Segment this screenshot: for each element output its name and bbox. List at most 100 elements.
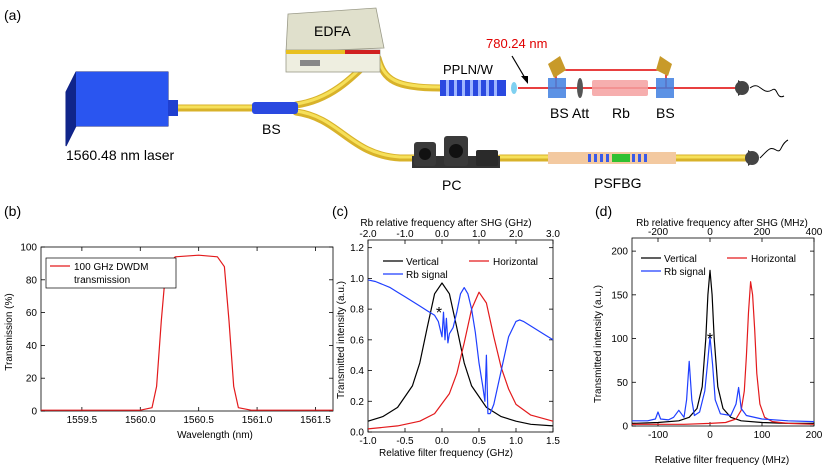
chart-d-xlabel: Relative filter frequency (MHz) xyxy=(655,455,789,466)
psfbg: PSFBG xyxy=(548,152,676,191)
legend-horizontal-label: Horizontal xyxy=(493,257,538,268)
chart-c-ylabel: Transmitted intensity (a.u.) xyxy=(336,281,347,399)
y-tick-label: 0 xyxy=(622,422,628,433)
panel-label-d: (d) xyxy=(595,203,612,219)
laser-top xyxy=(76,72,168,126)
edfa-label: EDFA xyxy=(314,23,351,39)
chart-b-ylabel: Transmission (%) xyxy=(4,293,15,370)
edfa-display xyxy=(300,60,320,66)
series-line-0 xyxy=(41,254,333,411)
x-tick-label: -100 xyxy=(648,430,668,441)
y-tick-label: 1.2 xyxy=(350,243,364,254)
rb-cell xyxy=(592,80,648,96)
ppln-label: PPLN/W xyxy=(443,62,494,77)
series-line-0 xyxy=(631,269,814,424)
bs1-label: BS xyxy=(550,105,569,121)
top-x-tick-label: 200 xyxy=(754,227,771,238)
y-tick-label: 0.6 xyxy=(350,335,364,346)
chart-d-marker: * xyxy=(707,331,713,348)
panel-label-c: (c) xyxy=(332,203,348,219)
y-tick-label: 0.2 xyxy=(350,397,364,408)
y-tick-label: 1.0 xyxy=(350,274,364,285)
bs2-label: BS xyxy=(656,105,675,121)
series-line-1 xyxy=(367,291,554,430)
chart-d-top-xlabel: Rb relative frequency after SHG (MHz) xyxy=(636,218,808,229)
x-tick-label: 0.5 xyxy=(472,436,486,447)
legend-d-rb-label: Rb signal xyxy=(664,267,706,278)
edfa-top-face xyxy=(285,7,385,53)
chart-b-legend-box xyxy=(45,257,177,289)
top-x-tick-label: -1.0 xyxy=(396,229,414,240)
x-tick-label: 100 xyxy=(754,430,771,441)
legend-d-horizontal-label: Horizontal xyxy=(751,254,796,265)
pc-label: PC xyxy=(442,177,461,193)
wavelength-arrow xyxy=(511,55,526,79)
series-line-2 xyxy=(632,336,815,423)
x-tick-label: 0.0 xyxy=(435,436,449,447)
x-tick-label: 1.0 xyxy=(509,436,523,447)
laser-output-port xyxy=(168,100,178,116)
x-tick-label: 1561.5 xyxy=(300,415,331,426)
polarization-controller: PC xyxy=(412,136,500,193)
edfa-panel-stripe xyxy=(286,50,380,54)
y-tick-label: 50 xyxy=(617,378,629,389)
y-tick-label: 150 xyxy=(611,290,628,301)
bs-left-label: BS xyxy=(262,121,281,137)
series-line-0 xyxy=(367,282,554,427)
y-tick-label: 100 xyxy=(20,243,37,254)
x-tick-label: 200 xyxy=(806,430,823,441)
chart-d-ylabel: Transmitted intensity (a.u.) xyxy=(593,285,604,403)
y-tick-label: 0.0 xyxy=(350,428,364,439)
top-x-tick-label: 0.0 xyxy=(435,229,449,240)
y-tick-label: 200 xyxy=(611,247,628,258)
plot-frame xyxy=(40,246,334,412)
y-tick-label: 0 xyxy=(31,407,37,418)
mirror-1 xyxy=(548,56,566,78)
bs-cube-2 xyxy=(656,78,674,98)
setup-diagram: (a) 1560.48 nm laser BS xyxy=(4,7,789,193)
att-label: Att xyxy=(572,105,589,121)
bs-cube-1 xyxy=(548,78,566,98)
top-x-tick-label: 400 xyxy=(806,227,823,238)
detector-top xyxy=(735,80,785,98)
chart-c-top-xlabel: Rb relative frequency after SHG (GHz) xyxy=(360,218,531,229)
chart-c-xlabel: Relative filter frequency (GHz) xyxy=(379,448,513,459)
x-tick-label: 1559.5 xyxy=(67,415,98,426)
edfa-panel-red xyxy=(345,50,380,54)
y-tick-label: 60 xyxy=(26,308,38,319)
rb-label: Rb xyxy=(612,105,630,121)
x-tick-label: 0 xyxy=(707,430,713,441)
fiber-bs-to-pc xyxy=(292,108,424,162)
y-tick-label: 100 xyxy=(611,334,628,345)
top-x-tick-label: -200 xyxy=(648,227,668,238)
chart-d-legend: Vertical Horizontal Rb signal xyxy=(641,254,796,278)
top-x-tick-label: 3.0 xyxy=(546,229,560,240)
detector-bottom xyxy=(745,139,789,166)
mirror-2 xyxy=(656,56,672,76)
top-x-tick-label: 0 xyxy=(707,227,713,238)
laser: 1560.48 nm laser xyxy=(65,71,178,163)
x-tick-label: 1.5 xyxy=(546,436,560,447)
panel-label-b: (b) xyxy=(4,203,21,219)
edfa: EDFA xyxy=(285,7,385,73)
fiber-bs-coupler xyxy=(252,102,298,114)
top-x-tick-label: 2.0 xyxy=(509,229,523,240)
chart-d: (d) Rb relative frequency after SHG (MHz… xyxy=(593,203,823,466)
legend-rb-label: Rb signal xyxy=(406,270,448,281)
x-tick-label: -0.5 xyxy=(396,436,414,447)
y-tick-label: 40 xyxy=(26,341,38,352)
fiber-highlight-3 xyxy=(294,109,422,159)
plot-d: 0 50 100 150 200 -100 0 100 200 -200 0 200 400 xyxy=(611,227,822,441)
x-tick-label: -1.0 xyxy=(359,436,377,447)
ppln-waveguide: PPLN/W xyxy=(440,62,517,96)
chart-c-legend: Vertical Horizontal Rb signal xyxy=(383,257,538,281)
pc-paddle-3 xyxy=(476,150,498,166)
plot-frame xyxy=(367,239,554,433)
ppln-lens xyxy=(511,82,517,94)
chart-b-legend-line2: transmission xyxy=(74,275,130,286)
wavelength-label: 780.24 nm xyxy=(486,36,547,51)
x-tick-label: 1560.5 xyxy=(183,415,214,426)
